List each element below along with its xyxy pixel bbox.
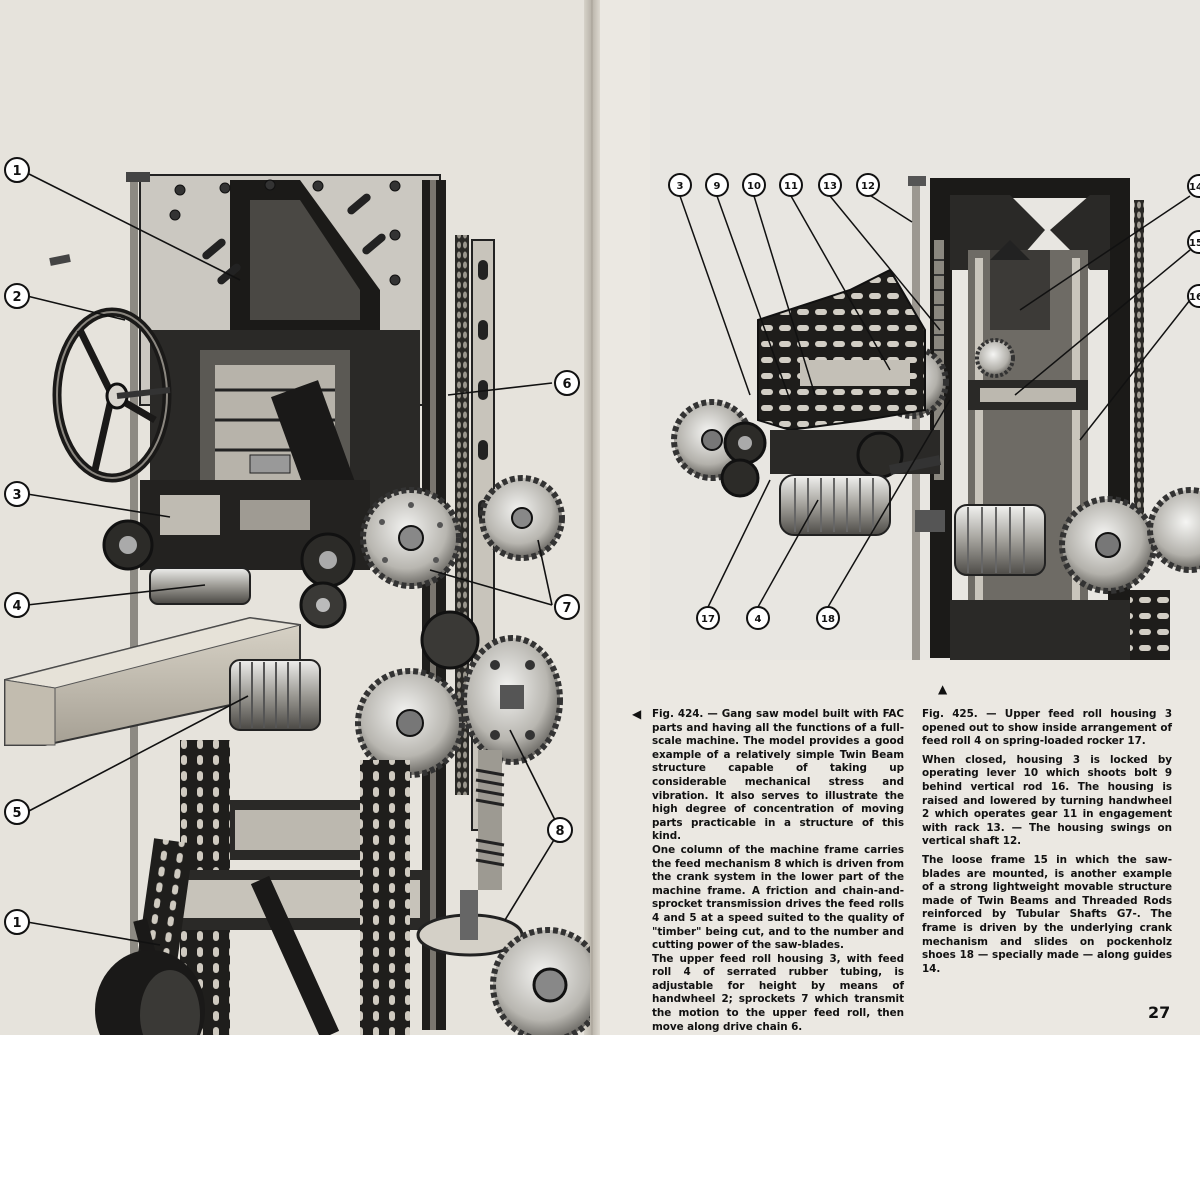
callout-label: 6 — [562, 377, 571, 392]
book-gutter — [584, 0, 600, 1035]
caption-paragraph: The loose frame 15 in which the saw-blad… — [922, 853, 1172, 975]
gear — [490, 927, 590, 1035]
gear — [360, 487, 462, 589]
gear — [461, 635, 563, 765]
up-pointer-icon: ▲ — [938, 682, 948, 696]
caption-fig-425: Fig. 425. — Upper feed roll housing 3 op… — [922, 708, 1172, 981]
caption-paragraph: When closed, housing 3 is locked by oper… — [922, 753, 1172, 848]
left-pointer-icon: ◀ — [632, 707, 642, 721]
callout-label: 10 — [747, 181, 761, 192]
callout-label: 8 — [555, 824, 564, 839]
callout-label: 1 — [12, 164, 21, 179]
book-spread: 1 2 3 4 5 6 7 8 1 — [0, 0, 1200, 1035]
gear — [355, 668, 465, 778]
caption-paragraph: The upper feed roll housing 3, with feed… — [652, 952, 904, 1033]
gear — [479, 475, 565, 561]
gang-saw-photo: 1 2 3 4 5 6 7 8 1 — [4, 157, 590, 1035]
callout-label: 4 — [12, 599, 21, 614]
page-number: 27 — [1148, 1003, 1171, 1022]
callout-label: 16 — [1189, 292, 1200, 303]
callout-label: 1 — [12, 916, 21, 931]
callout-label: 5 — [12, 806, 21, 821]
caption-paragraph: Fig. 424. — Gang saw model built with FA… — [652, 708, 904, 843]
callout-label: 3 — [12, 488, 21, 503]
callout-label: 7 — [562, 601, 571, 616]
handwheel — [49, 254, 172, 483]
callout-label: 3 — [677, 181, 684, 192]
caption-paragraph: Fig. 425. — Upper feed roll housing 3 op… — [922, 708, 1172, 748]
caption-fig-424: Fig. 424. — Gang saw model built with FA… — [652, 708, 904, 1034]
caption-paragraph: One column of the machine frame carries … — [652, 843, 904, 952]
callout-label: 14 — [1189, 182, 1200, 193]
callout-label: 4 — [755, 614, 762, 625]
callout-label: 18 — [821, 614, 835, 625]
gear — [1059, 496, 1157, 594]
callout-label: 9 — [714, 181, 721, 192]
callout-label: 15 — [1189, 238, 1200, 249]
callout-label: 12 — [861, 181, 875, 192]
feed-roll-housing-photo: 3 9 10 11 13 12 14 15 16 17 4 18 — [650, 0, 1200, 660]
callout-label: 11 — [784, 181, 798, 192]
callout-label: 13 — [823, 181, 837, 192]
callout-label: 2 — [12, 290, 21, 305]
callout-label: 17 — [701, 614, 715, 625]
gear — [1147, 487, 1200, 573]
